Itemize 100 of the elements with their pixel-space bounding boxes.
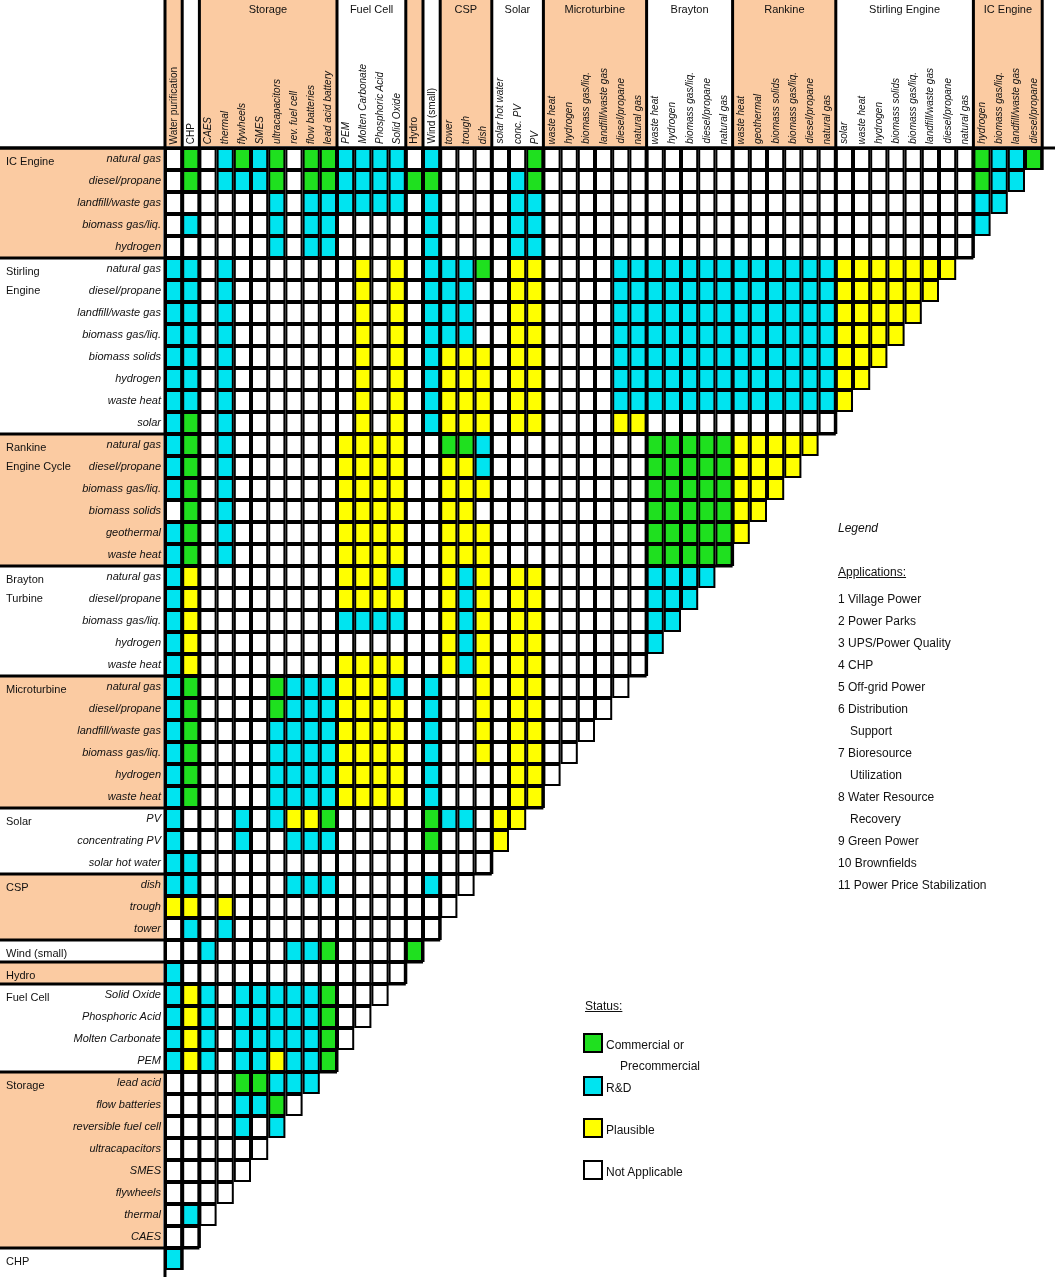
column-header: natural gas	[718, 95, 730, 145]
column-header: SMES	[253, 116, 266, 145]
application-item: 1 Village Power	[838, 591, 922, 608]
column-header: landfill/waste gas	[924, 68, 937, 145]
row-group-title: CSP	[6, 880, 30, 895]
column-header: waste heat	[649, 96, 662, 145]
column-header: hydrogen	[976, 102, 988, 144]
column-header: conc. PV	[511, 104, 524, 145]
column-header: solar	[838, 122, 851, 144]
row-label: tower	[134, 922, 161, 935]
row-label: waste heat	[107, 548, 161, 561]
column-header: hydrogen	[666, 102, 679, 144]
row-group-title: Stirling Engine	[6, 264, 42, 298]
row-label: natural gas	[106, 680, 161, 693]
column-header: Wind (small)	[425, 88, 438, 144]
column-header: landfill/waste gas	[1010, 68, 1023, 145]
column-group-title: Fuel Cell	[349, 3, 394, 16]
row-label: biomass gas/liq.	[82, 482, 161, 495]
row-label: biomass gas/liq.	[82, 328, 161, 341]
legend-heading: Legend	[838, 522, 879, 535]
row-label: waste heat	[107, 394, 161, 407]
column-header: geothermal	[752, 94, 765, 145]
column-header: dish	[477, 126, 490, 145]
application-item: 6 Distribution Support	[838, 701, 910, 740]
row-label: lead acid	[116, 1076, 161, 1089]
column-header: waste heat	[735, 96, 748, 145]
row-label: hydrogen	[115, 372, 161, 385]
row-label: geothermal	[105, 526, 161, 539]
column-header: diesel/propane	[941, 78, 954, 144]
row-label: waste heat	[107, 658, 161, 671]
column-group-title: Stirling Engine	[869, 3, 941, 16]
row-label: SMES	[129, 1164, 161, 1177]
row-label: landfill/waste gas	[77, 196, 161, 209]
row-group-title: Rankine Engine Cycle	[6, 440, 72, 474]
application-item: 2 Power Parks	[838, 613, 917, 630]
column-header: Molten Carbonate	[356, 64, 369, 144]
row-label: natural gas	[106, 438, 161, 451]
column-header: biomass gas/liq.	[683, 72, 696, 144]
application-item: 10 Brownfields	[838, 855, 917, 872]
section-heading: Status:	[585, 1000, 623, 1013]
application-item: 3 UPS/Power Quality	[838, 635, 951, 652]
row-label: biomass solids	[88, 504, 161, 517]
row-group-title: CHP	[6, 1254, 31, 1269]
column-group-title: Brayton	[670, 3, 709, 16]
row-group-title: Hydro	[6, 968, 37, 983]
row-label: thermal	[124, 1208, 161, 1221]
column-group-title: CSP	[454, 3, 478, 16]
row-label: dish	[140, 878, 161, 891]
row-label: landfill/waste gas	[77, 306, 161, 319]
row-group-title: Solar	[6, 814, 33, 829]
row-label: solar	[137, 416, 161, 429]
row-group-title: Wind (small)	[6, 946, 69, 961]
column-header: thermal	[219, 111, 232, 145]
column-header: biomass solids	[769, 78, 782, 144]
row-label: diesel/propane	[88, 460, 161, 473]
column-group-title: IC Engine	[983, 3, 1033, 16]
row-label: Solid Oxide	[104, 988, 161, 1001]
row-label: biomass solids	[88, 350, 161, 363]
column-header: CHP	[184, 123, 197, 145]
column-header: natural gas	[958, 95, 971, 145]
row-label: hydrogen	[115, 768, 161, 781]
legend-label: Not Applicable	[606, 1164, 683, 1181]
column-header: PV	[528, 131, 541, 145]
application-item: 5 Off-grid Power	[838, 679, 926, 696]
application-item: 8 Water Resource Recovery	[838, 789, 936, 828]
column-group-title: Storage	[248, 3, 288, 16]
legend-label: Plausible	[606, 1122, 655, 1139]
row-label: concentrating PV	[77, 834, 161, 847]
column-group-title: Solar	[504, 3, 531, 16]
row-label: solar hot water	[88, 856, 161, 869]
row-label: biomass gas/liq.	[82, 614, 161, 627]
row-group-title: Brayton Turbine	[6, 572, 45, 606]
column-header: biomass gas/liq.	[580, 72, 593, 144]
column-header: CAES	[202, 117, 214, 145]
application-item: 9 Green Power	[838, 833, 919, 850]
column-header: flywheels	[236, 103, 249, 145]
column-header: flow batteries	[305, 85, 318, 144]
application-item: 11 Power Price Stabilization	[838, 877, 987, 894]
row-label: CAES	[131, 1230, 161, 1243]
application-item: 7 Bioresource Utilization	[838, 745, 914, 784]
row-label: hydrogen	[115, 636, 161, 649]
column-header: diesel/propane	[614, 78, 627, 144]
column-header: PEM	[339, 122, 352, 144]
column-header: Water purification	[167, 67, 180, 145]
column-header: landfill/waste gas	[597, 68, 610, 145]
row-group-title: IC Engine	[6, 154, 56, 169]
column-group-title: Rankine	[764, 3, 805, 16]
row-label: flow batteries	[96, 1098, 161, 1111]
column-header: Hydro	[408, 117, 421, 144]
row-label: waste heat	[107, 790, 161, 803]
row-label: Phosphoric Acid	[81, 1010, 161, 1023]
legend-label: R&D	[606, 1080, 632, 1097]
column-header: natural gas	[632, 95, 644, 145]
row-label: diesel/propane	[88, 592, 161, 605]
row-label: reversible fuel cell	[72, 1120, 161, 1133]
row-label: natural gas	[106, 262, 161, 275]
row-label: trough	[129, 900, 161, 913]
row-label: PEM	[137, 1054, 161, 1067]
row-label: hydrogen	[115, 240, 161, 253]
column-header: ultracapacitors	[270, 79, 283, 145]
